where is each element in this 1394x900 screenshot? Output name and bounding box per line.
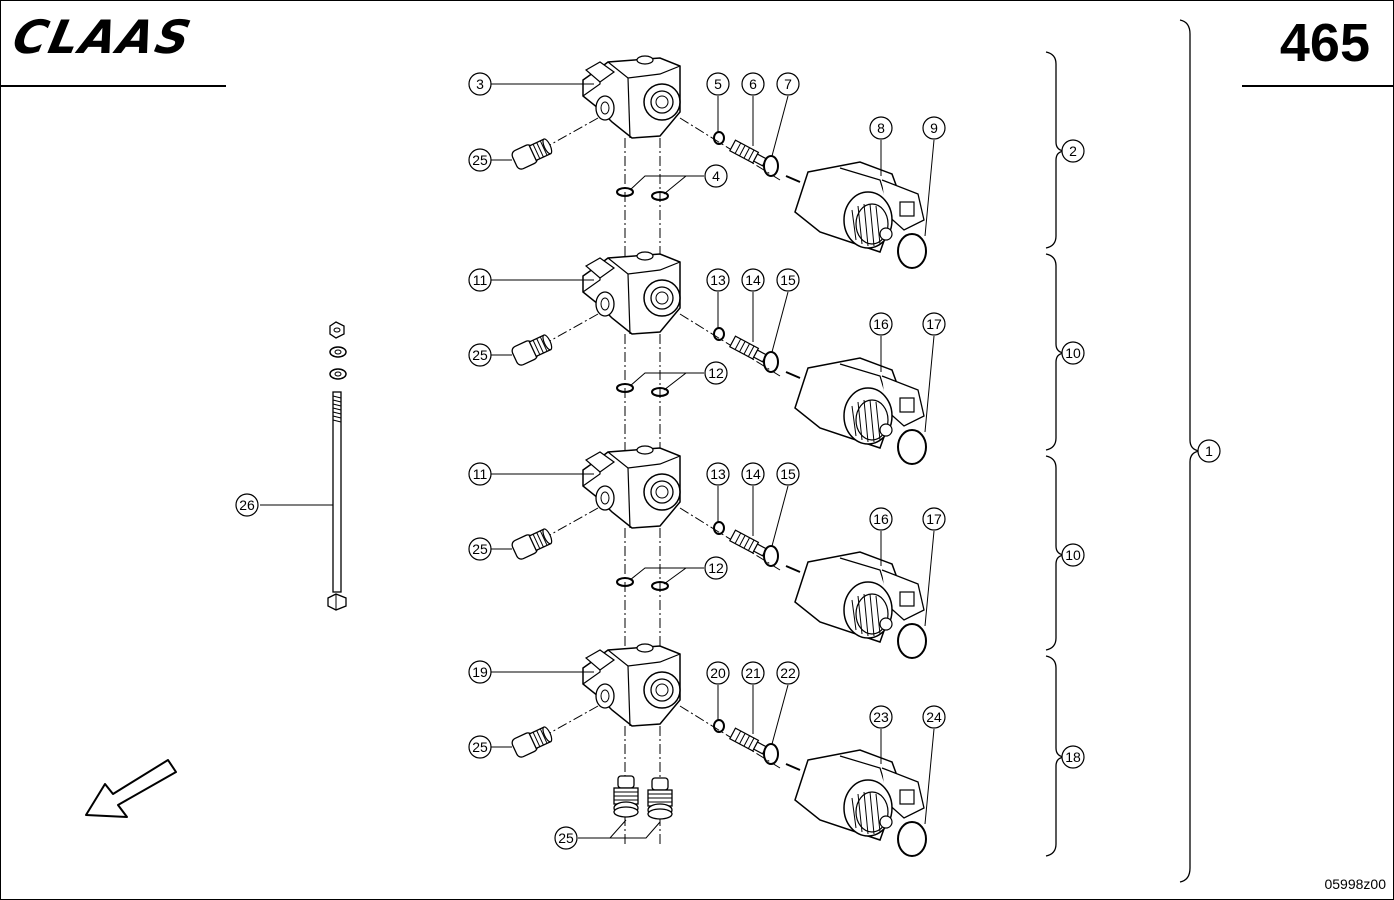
callout-coil: 16 [873, 316, 889, 332]
callout-valve: 14 [745, 466, 761, 482]
callout-oring-small: 13 [710, 272, 726, 288]
callout-coil-ring: 24 [926, 709, 942, 725]
direction-arrow-icon [85, 759, 177, 818]
callout-coil-ring: 17 [926, 511, 942, 527]
callout-seals: 12 [708, 560, 724, 576]
callout-block: 11 [473, 272, 488, 288]
callout-valve: 14 [745, 272, 761, 288]
logo-rule [0, 85, 226, 87]
callout-oring-large: 15 [780, 272, 796, 288]
page-number-rule [1242, 85, 1394, 87]
callout-oring-large: 22 [780, 665, 796, 681]
callout-block: 11 [473, 466, 488, 482]
callout-tie-rod: 26 [239, 497, 255, 513]
callout-coil: 8 [877, 120, 885, 136]
callout-seals: 4 [712, 168, 720, 184]
callout-numbers: 3 25 5 6 7 8 9 4 2 11 25 13 14 15 16 17 … [239, 76, 1213, 846]
callout-coil: 23 [873, 709, 889, 725]
callout-plug: 25 [472, 739, 488, 755]
callout-assembly: 1 [1205, 443, 1213, 459]
callout-plug: 25 [472, 541, 488, 557]
callout-oring-small: 20 [710, 665, 726, 681]
callout-oring-large: 15 [780, 466, 796, 482]
callout-oring-large: 7 [784, 76, 792, 92]
callout-coil-ring: 9 [930, 120, 938, 136]
callout-bottom-plugs: 25 [558, 830, 574, 846]
callout-coil-ring: 17 [926, 316, 942, 332]
tie-rod-art [327, 321, 347, 611]
callout-bubbles [235, 72, 1221, 850]
callout-oring-small: 13 [710, 466, 726, 482]
callout-group: 18 [1065, 749, 1081, 765]
callout-oring-small: 5 [714, 76, 722, 92]
callout-seals: 12 [708, 365, 724, 381]
callout-block: 19 [472, 664, 488, 680]
callout-coil: 16 [873, 511, 889, 527]
callout-labels [260, 83, 935, 839]
callout-plug: 25 [472, 152, 488, 168]
callout-group: 10 [1065, 345, 1081, 361]
callout-valve: 6 [749, 76, 757, 92]
callout-block: 3 [476, 76, 484, 92]
callout-group: 2 [1069, 143, 1077, 159]
bottom-fittings [613, 775, 673, 820]
drawing-number: 05998z00 [1324, 876, 1386, 892]
callout-plug: 25 [472, 347, 488, 363]
callout-valve: 21 [745, 665, 761, 681]
page-number: 465 [1279, 13, 1370, 73]
callout-group: 10 [1065, 547, 1081, 563]
